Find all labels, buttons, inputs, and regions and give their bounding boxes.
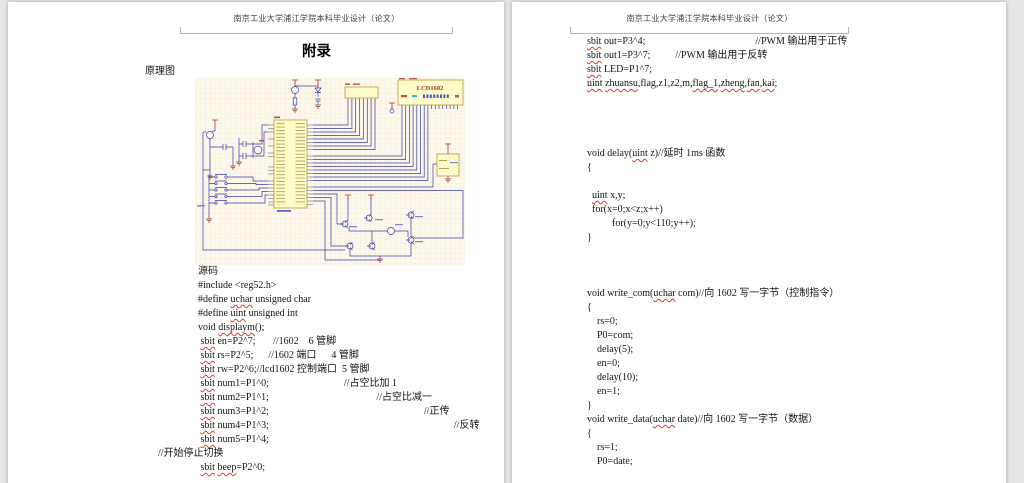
code-line: #include <reg52.h>	[158, 280, 277, 291]
page2-header-text: 南京工业大学浦江学院本科毕业设计（论文）	[626, 14, 793, 23]
code-line: }	[587, 400, 592, 411]
code-line: en=0;	[587, 358, 620, 369]
code-line: rs=0;	[587, 316, 618, 327]
code-line: sbit num3=P1^2; //正传	[200, 406, 450, 417]
header-connector	[344, 83, 379, 99]
appendix-title: 附录	[302, 44, 331, 60]
code-line: //开始停止切换	[158, 448, 224, 459]
source-code-page2: sbit out=P3^4; //PWM 输出用于正传 sbit out1=P3^…	[587, 35, 847, 469]
code-line	[587, 133, 847, 147]
schematic-image[interactable]: LCD1602	[195, 78, 465, 265]
code-line: en=1;	[587, 386, 620, 397]
page1-header-rule	[180, 27, 453, 34]
page-1[interactable]: 南京工业大学浦江学院本科毕业设计（论文） 附录 原理图	[8, 2, 504, 483]
wires-group	[202, 85, 464, 261]
code-line: P0=com;	[587, 330, 634, 341]
code-line: for(x=0;x<z;x++)	[587, 204, 663, 215]
code-line: delay(5);	[587, 344, 634, 355]
code-line: sbit out1=P3^7; //PWM 输出用于反转	[587, 50, 768, 61]
code-line: void write_com(uchar com)//向 1602 写一字节（控…	[587, 288, 840, 299]
code-line: sbit LED=P1^7;	[587, 64, 653, 75]
transistors-group	[206, 86, 415, 251]
code-line: void write_data(uchar date)//向 1602 写一字节…	[587, 414, 819, 425]
code-line	[587, 245, 847, 259]
code-line: sbit num1=P1^0; //占空比加 1	[200, 378, 397, 389]
code-line: rs=1;	[587, 442, 618, 453]
code-line	[587, 105, 847, 119]
code-line: for(y=0;y<110;y++);	[587, 218, 696, 229]
source-code-page1: 源码 #include <reg52.h> #define uchar unsi…	[158, 265, 479, 475]
code-line: sbit num5=P1^4;	[200, 434, 269, 445]
code-line: #define uchar unsigned char	[158, 294, 312, 305]
code-line: 源码	[158, 266, 218, 277]
code-line: delay(10);	[587, 372, 639, 383]
code-line: {	[587, 428, 592, 439]
crystal-symbol	[253, 145, 263, 155]
code-line: void delay(uint z)//延时 1ms 函数	[587, 148, 726, 159]
code-line	[587, 175, 847, 189]
code-line: sbit en=P2^7; //1602 6 管脚	[200, 336, 337, 347]
lcd1602-box: LCD1602	[397, 78, 464, 106]
code-line: sbit rs=P2^5; //1602 端口 4 管脚	[200, 350, 359, 361]
code-line: sbit beep=P2^0;	[200, 462, 266, 473]
code-line: sbit num2=P1^1; //占空比减一	[200, 392, 432, 403]
code-line: sbit rw=P2^6;//lcd1602 控制端口 5 管脚	[200, 364, 370, 375]
code-line: uint zhuansu,flag,z1,z2,m,flag_1,zheng,f…	[587, 78, 778, 89]
schematic-label: 原理图	[145, 66, 175, 77]
page2-header-rule	[570, 27, 849, 34]
code-line: sbit out=P3^4; //PWM 输出用于正传	[587, 36, 848, 47]
part-labels	[197, 140, 423, 243]
sensor-box	[436, 153, 460, 177]
code-line	[587, 259, 847, 273]
code-line	[587, 273, 847, 287]
code-line	[587, 119, 847, 133]
code-line: #define uint unsigned int	[158, 308, 298, 319]
schematic-grid	[195, 78, 465, 265]
code-line: }	[587, 232, 592, 243]
code-line: sbit num4=P1^3; //反转	[200, 420, 480, 431]
page1-header-text: 南京工业大学浦江学院本科毕业设计（论文）	[233, 14, 400, 23]
motor-symbol	[387, 227, 395, 235]
code-line: {	[587, 162, 592, 173]
lcd1602-label: LCD1602	[417, 85, 444, 92]
page-2[interactable]: 南京工业大学浦江学院本科毕业设计（论文） sbit out=P3^4; //PW…	[512, 2, 1006, 483]
code-line	[587, 91, 847, 105]
mcu-chip	[268, 116, 313, 212]
power-symbols	[206, 79, 451, 263]
code-line: uint x,y;	[592, 190, 626, 201]
code-line: P0=date;	[587, 456, 633, 467]
code-line: {	[587, 302, 592, 313]
code-line: void displaym();	[158, 322, 265, 333]
